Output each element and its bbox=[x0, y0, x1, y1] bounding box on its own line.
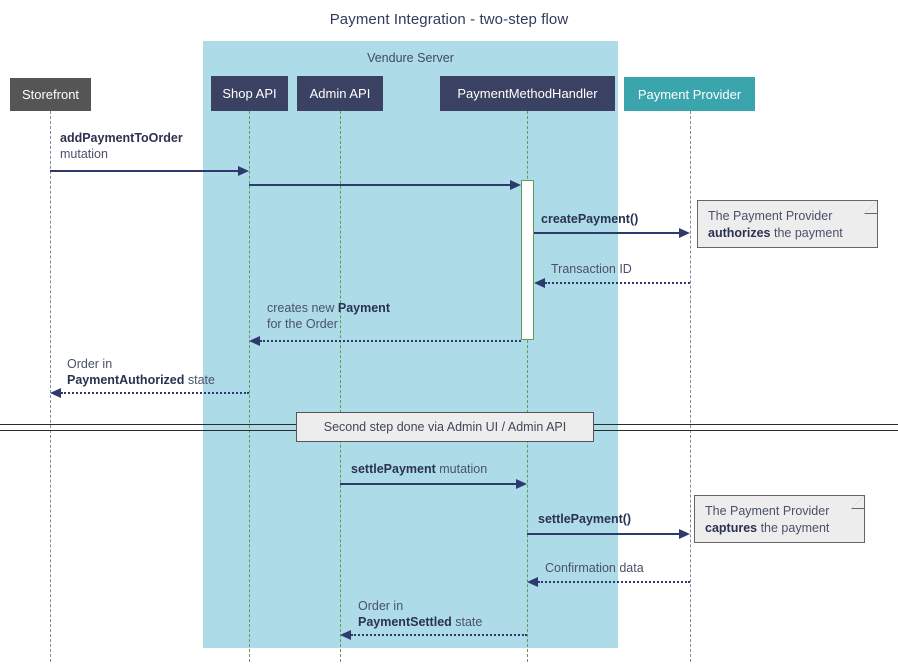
message-bold-settle-payment-mutation: settlePayment bbox=[351, 462, 436, 476]
divider-box-second-step: Second step done via Admin UI / Admin AP… bbox=[296, 412, 594, 442]
arrow-head-settle-payment-mutation bbox=[516, 479, 527, 489]
message-bold-settle-payment-call: settlePayment() bbox=[538, 512, 632, 526]
lifeline-storefront bbox=[50, 111, 51, 662]
lifeline-admin-api bbox=[340, 111, 341, 662]
message-rest-confirmation-data: Confirmation data bbox=[545, 561, 644, 575]
message-pre-order-payment-authorized: Order in bbox=[67, 357, 113, 371]
note-fold-inner-icon bbox=[865, 201, 877, 213]
message-rest-order-payment-authorized: state bbox=[184, 373, 215, 387]
message-bold-order-payment-authorized: PaymentAuthorized bbox=[67, 373, 185, 387]
message-bold-order-payment-settled: PaymentSettled bbox=[358, 615, 452, 629]
participant-shop-api[interactable]: Shop API bbox=[211, 76, 288, 111]
note-captures-line2: captures the payment bbox=[705, 520, 854, 537]
message-bold-create-payment: createPayment() bbox=[541, 212, 639, 226]
message-rest-order-payment-settled: state bbox=[451, 615, 483, 629]
arrow-head-create-payment bbox=[679, 228, 690, 238]
participant-payment-provider[interactable]: Payment Provider bbox=[624, 77, 755, 111]
note-captures-line1: The Payment Provider bbox=[705, 504, 830, 518]
lifeline-payment-method-handler bbox=[527, 111, 528, 662]
page-title: Payment Integration - two-step flow bbox=[329, 11, 569, 28]
participant-label-payment-method-handler: PaymentMethodHandler bbox=[457, 86, 598, 101]
message-bold-add-payment-to-order: addPaymentToOrder bbox=[60, 131, 183, 145]
message-label-order-payment-authorized: Order in PaymentAuthorized state bbox=[67, 356, 215, 388]
arrow-creates-new-payment bbox=[260, 340, 521, 342]
message-label-settle-payment-mutation: settlePayment mutation bbox=[351, 461, 487, 477]
note-captures-payment: The Payment Provider captures the paymen… bbox=[694, 495, 865, 543]
message-label-add-payment-to-order: addPaymentToOrder mutation bbox=[60, 130, 183, 162]
arrow-create-payment bbox=[534, 232, 679, 234]
message-pre-creates-new-payment: creates new bbox=[267, 301, 338, 315]
note-captures-rest: the payment bbox=[757, 521, 830, 535]
participant-label-payment-provider: Payment Provider bbox=[637, 86, 742, 102]
participant-storefront[interactable]: Storefront bbox=[10, 78, 91, 111]
arrow-head-creates-new-payment bbox=[249, 336, 260, 346]
message-label-confirmation-data: Confirmation data bbox=[545, 560, 644, 576]
arrow-settle-payment-call bbox=[527, 533, 679, 535]
note-authorizes-rest: the payment bbox=[770, 226, 843, 240]
message-rest-settle-payment-mutation: mutation bbox=[435, 462, 488, 476]
message-label-creates-new-payment: creates new Payment for the Order bbox=[267, 300, 390, 332]
message-line2-creates-new-payment: for the Order bbox=[267, 317, 338, 331]
participant-label-admin-api: Admin API bbox=[309, 86, 371, 101]
lifeline-payment-provider bbox=[690, 111, 691, 662]
arrow-head-transaction-id bbox=[534, 278, 545, 288]
lifeline-shop-api bbox=[249, 111, 250, 662]
arrow-shop-api-to-handler bbox=[249, 184, 510, 186]
activation-bar-payment-method-handler bbox=[521, 180, 534, 340]
message-rest-transaction-id: Transaction ID bbox=[551, 262, 632, 276]
arrow-head-confirmation-data bbox=[527, 577, 538, 587]
arrow-head-shop-api-to-handler bbox=[510, 180, 521, 190]
arrow-head-settle-payment-call bbox=[679, 529, 690, 539]
note-authorizes-payment: The Payment Provider authorizes the paym… bbox=[697, 200, 878, 248]
arrow-head-add-payment-to-order bbox=[238, 166, 249, 176]
note-authorizes-bold: authorizes bbox=[708, 226, 771, 240]
arrow-confirmation-data bbox=[538, 581, 690, 583]
arrow-settle-payment-mutation bbox=[340, 483, 516, 485]
arrow-transaction-id bbox=[545, 282, 690, 284]
participant-label-shop-api: Shop API bbox=[222, 86, 277, 101]
participant-admin-api[interactable]: Admin API bbox=[297, 76, 383, 111]
note-authorizes-line1: The Payment Provider bbox=[708, 209, 833, 223]
message-bold-creates-new-payment: Payment bbox=[337, 301, 390, 315]
message-label-order-payment-settled: Order in PaymentSettled state bbox=[358, 598, 482, 630]
participant-payment-method-handler[interactable]: PaymentMethodHandler bbox=[440, 76, 615, 111]
message-pre-order-payment-settled: Order in bbox=[358, 599, 404, 613]
group-label-vendure-server: Vendure Server bbox=[367, 51, 454, 65]
message-label-settle-payment-call: settlePayment() bbox=[538, 511, 631, 527]
participant-label-storefront: Storefront bbox=[21, 87, 80, 102]
arrow-head-order-payment-authorized bbox=[50, 388, 61, 398]
arrow-order-payment-settled bbox=[351, 634, 527, 636]
message-rest-add-payment-to-order: mutation bbox=[60, 147, 108, 161]
arrow-add-payment-to-order bbox=[50, 170, 238, 172]
divider-label: Second step done via Admin UI / Admin AP… bbox=[323, 420, 567, 434]
arrow-head-order-payment-settled bbox=[340, 630, 351, 640]
note-captures-bold: captures bbox=[705, 521, 758, 535]
message-label-create-payment: createPayment() bbox=[541, 211, 638, 227]
group-box-vendure-server bbox=[203, 41, 618, 648]
arrow-order-payment-authorized bbox=[61, 392, 249, 394]
note-fold-inner-icon-2 bbox=[852, 496, 864, 508]
message-label-transaction-id: Transaction ID bbox=[551, 261, 632, 277]
note-authorizes-line2: authorizes the payment bbox=[708, 225, 867, 242]
